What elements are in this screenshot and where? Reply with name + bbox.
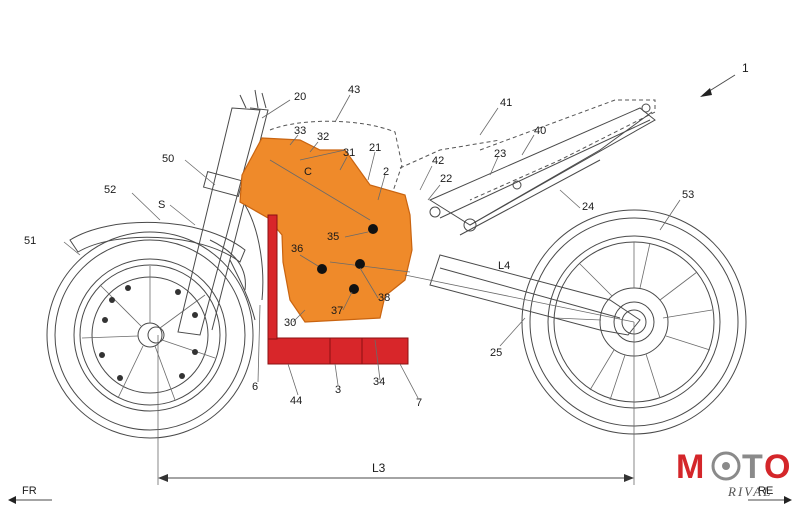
label-l4: L4	[498, 260, 510, 272]
watermark-logo: M T O RIVAL	[676, 448, 790, 499]
label-42: 42	[432, 155, 444, 167]
front-wheel	[47, 232, 253, 438]
front-fender	[70, 222, 245, 262]
label-43: 43	[348, 84, 360, 96]
label-22: 22	[440, 173, 452, 185]
label-44: 44	[290, 395, 302, 407]
swing-arm	[430, 255, 654, 342]
label-53: 53	[682, 189, 694, 201]
watermark-subtitle: RIVAL	[727, 484, 772, 499]
label-38: 38	[378, 292, 390, 304]
direction-front-label: FR	[22, 485, 37, 497]
label-30: 30	[284, 317, 296, 329]
label-36: 36	[291, 243, 303, 255]
watermark-letter-m: M	[676, 448, 704, 486]
label-25: 25	[490, 347, 502, 359]
watermark-letter-o: O	[764, 448, 790, 486]
label-50: 50	[162, 153, 174, 165]
label-l3: L3	[372, 461, 386, 475]
direction-front: FR	[8, 485, 52, 504]
label-1: 1	[742, 61, 749, 75]
label-24: 24	[582, 201, 594, 213]
label-51: 51	[24, 235, 36, 247]
ref-arrow-1	[700, 75, 735, 97]
label-6: 6	[252, 381, 258, 393]
label-2: 2	[383, 166, 389, 178]
label-7: 7	[416, 397, 422, 409]
label-52: 52	[104, 184, 116, 196]
label-37: 37	[331, 305, 343, 317]
label-32: 32	[317, 131, 329, 143]
label-34: 34	[373, 376, 385, 388]
watermark-letter-t: T	[742, 448, 763, 486]
label-33: 33	[294, 125, 306, 137]
seat-frame	[400, 100, 655, 235]
label-41: 41	[500, 97, 512, 109]
label-40: 40	[534, 125, 546, 137]
label-35: 35	[327, 231, 339, 243]
label-3: 3	[335, 384, 341, 396]
label-23: 23	[494, 148, 506, 160]
label-c: C	[304, 166, 312, 178]
label-21: 21	[369, 142, 381, 154]
label-31: 31	[343, 147, 355, 159]
label-20: 20	[294, 91, 306, 103]
label-s: S	[158, 199, 165, 211]
